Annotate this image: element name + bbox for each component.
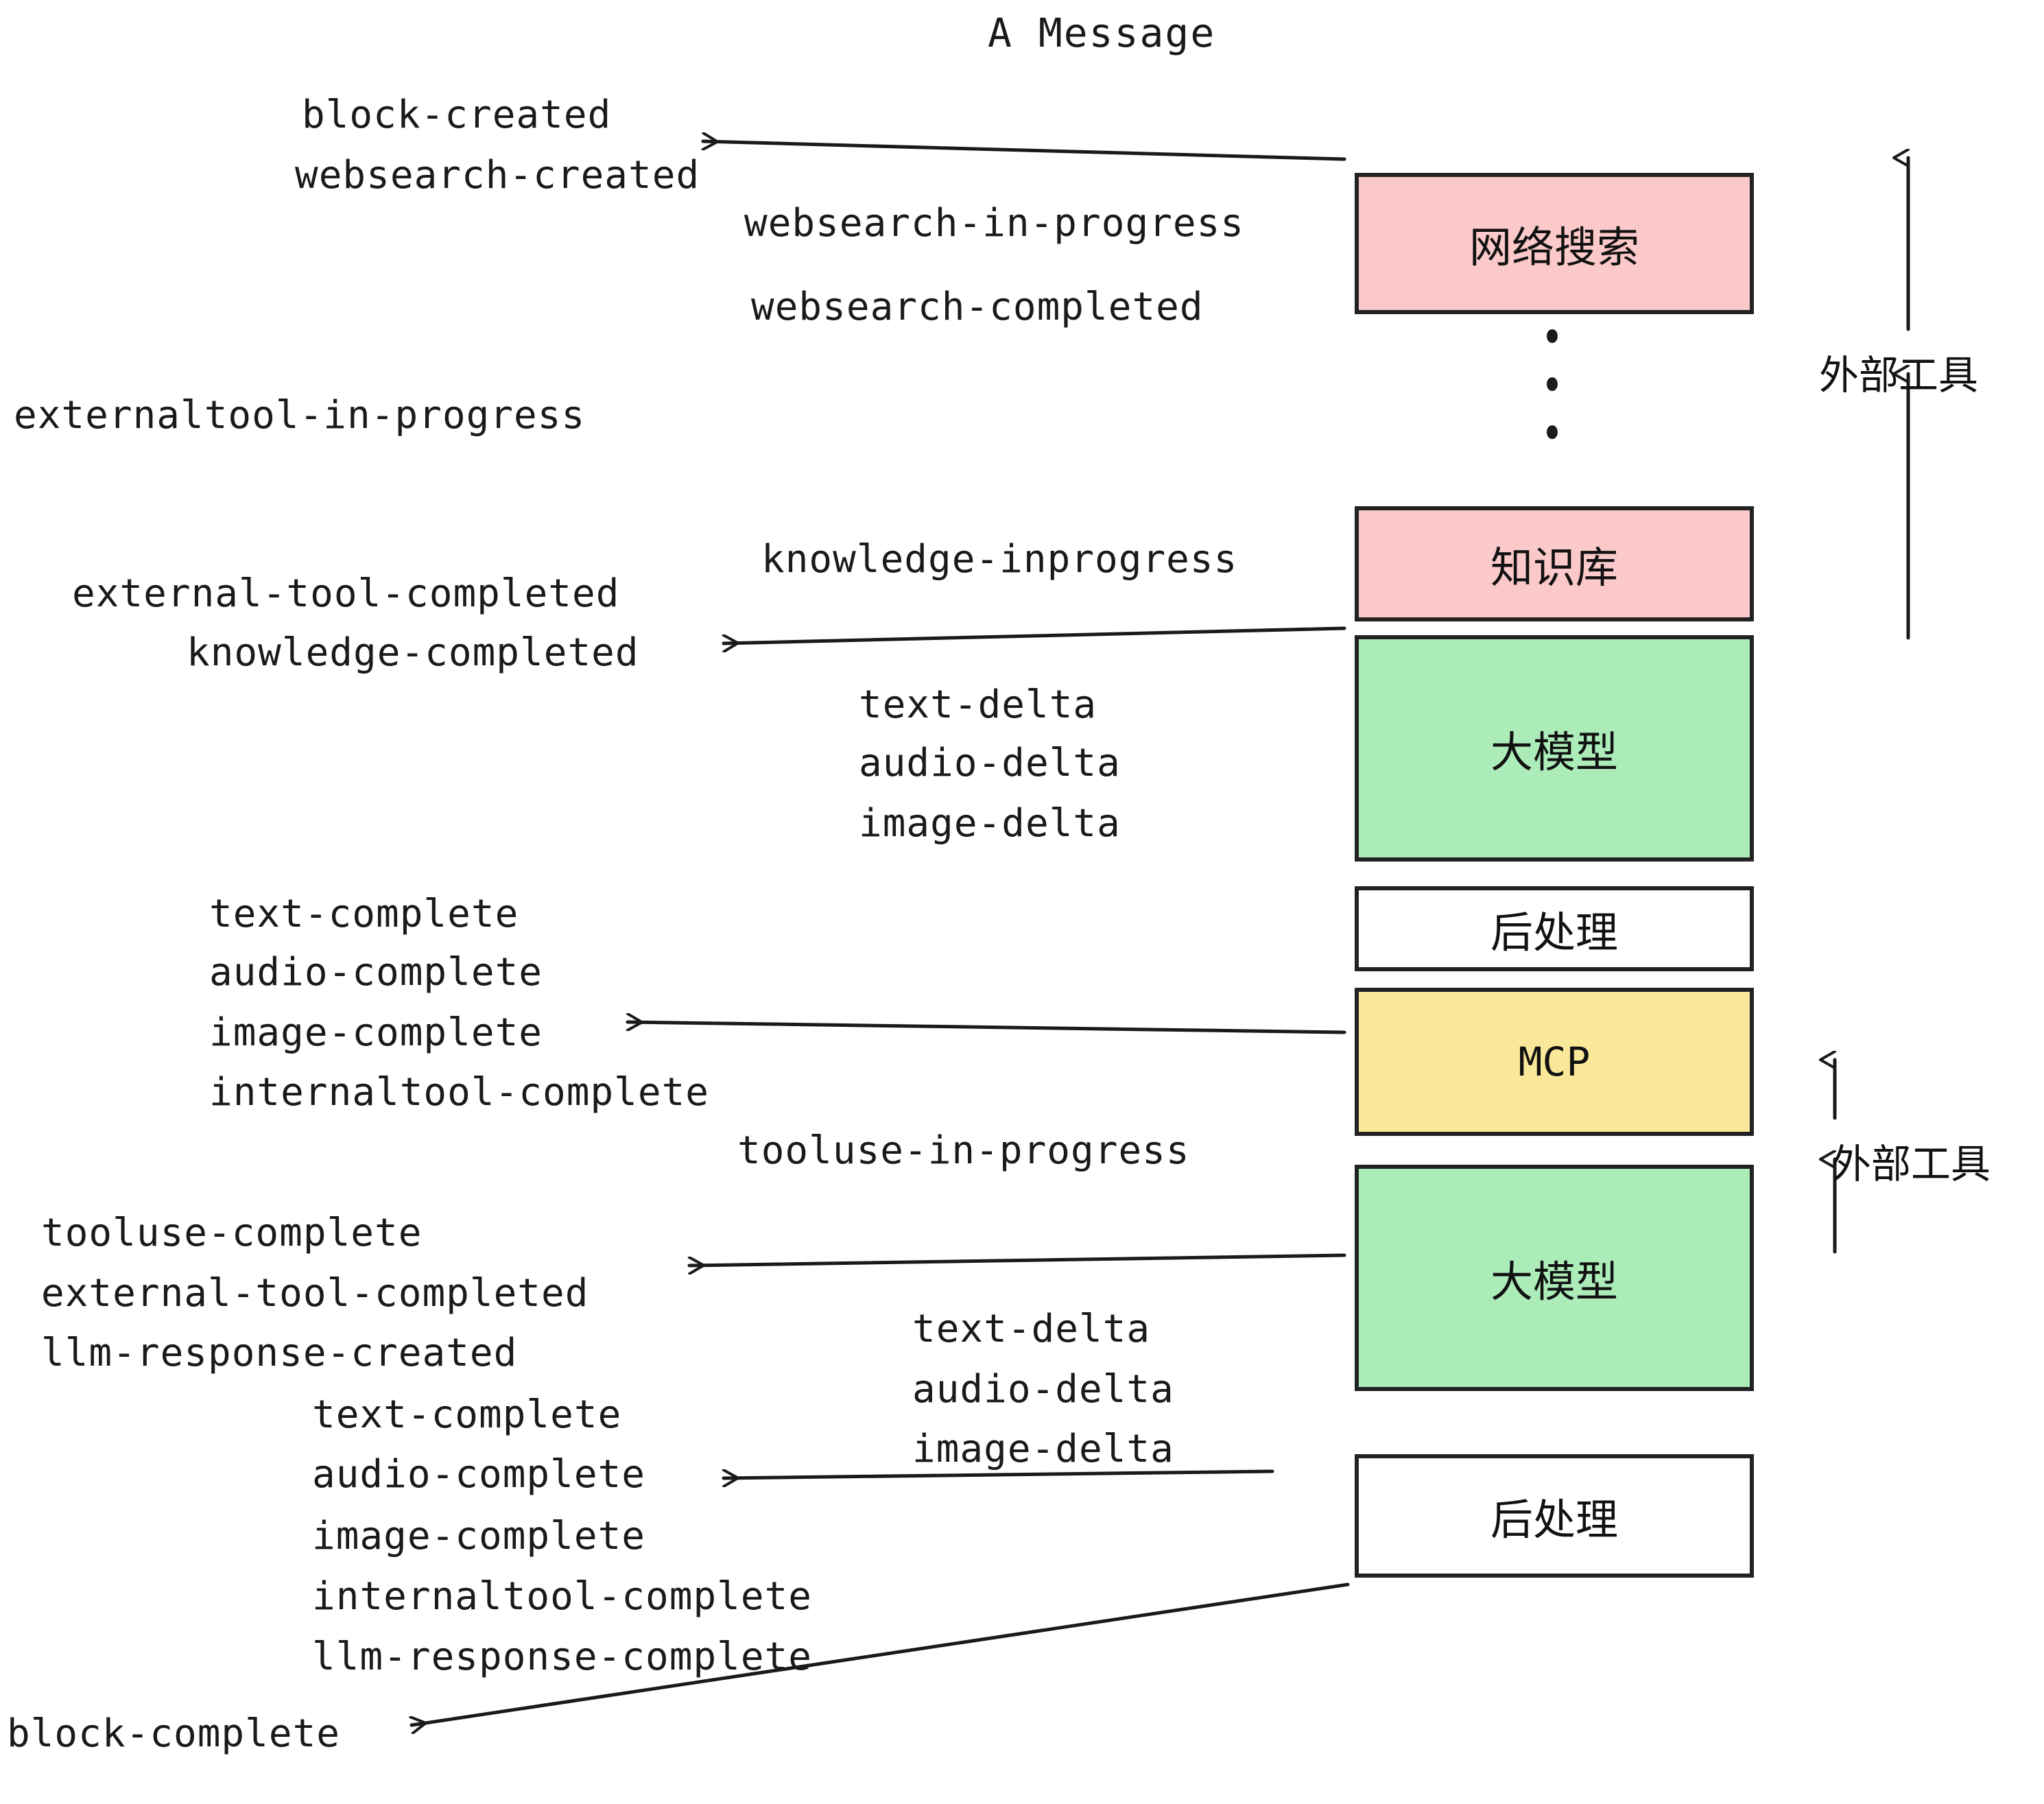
event-label-externaltool-in-progress: externaltool-in-progress xyxy=(14,393,586,438)
event-label-tooluse-in-progress: tooluse-in-progress xyxy=(737,1128,1190,1173)
ellipsis-dot xyxy=(1547,329,1558,343)
event-label-audio-delta-2: audio-delta xyxy=(912,1367,1174,1412)
process-box-label: MCP xyxy=(1518,1039,1591,1085)
process-box-label: 知识库 xyxy=(1490,543,1618,593)
process-box-llm-top: 大模型 xyxy=(1355,635,1754,862)
event-label-audio-delta-1: audio-delta xyxy=(859,741,1121,785)
event-label-websearch-completed: websearch-completed xyxy=(751,285,1204,329)
event-label-websearch-in-progress: websearch-in-progress xyxy=(744,201,1245,246)
process-box-post-top: 后处理 xyxy=(1355,886,1754,971)
ellipsis-dots xyxy=(1547,329,1558,439)
process-box-label: 后处理 xyxy=(1490,1495,1618,1545)
event-label-block-complete: block-complete xyxy=(7,1711,341,1756)
process-box-label: 网络搜索 xyxy=(1469,222,1639,272)
process-box-llm-bottom: 大模型 xyxy=(1355,1165,1754,1391)
event-label-text-complete-1: text-complete xyxy=(209,892,519,936)
ellipsis-dot xyxy=(1547,425,1558,439)
arrow-knowledge-done xyxy=(722,626,1346,643)
arrow-tooluse-complete xyxy=(687,1253,1346,1266)
page-title: A Message xyxy=(988,10,1216,56)
event-label-external-tool-completed-2: external-tool-completed xyxy=(41,1271,589,1316)
event-label-llm-response-complete: llm-response-complete xyxy=(312,1635,813,1679)
event-label-image-delta-2: image-delta xyxy=(912,1427,1174,1471)
event-label-internaltool-complete-1: internaltool-complete xyxy=(209,1070,710,1115)
process-box-knowledge: 知识库 xyxy=(1355,506,1754,621)
event-label-block-created: block-created xyxy=(302,93,612,137)
process-box-label: 大模型 xyxy=(1490,1257,1618,1307)
event-label-audio-complete-2: audio-complete xyxy=(312,1452,646,1497)
scope-label-external-tools-bottom: 外部工具 xyxy=(1831,1141,1991,1187)
arrow-audio-complete xyxy=(722,1471,1274,1478)
arrow-block-created xyxy=(701,141,1346,161)
scope-arrow-group xyxy=(1835,158,1910,1254)
process-box-post-bottom: 后处理 xyxy=(1355,1454,1754,1578)
event-label-external-tool-completed-1: external-tool-completed xyxy=(72,571,620,616)
ellipsis-dot xyxy=(1547,377,1558,391)
process-box-label: 后处理 xyxy=(1490,907,1618,958)
event-label-text-delta-1: text-delta xyxy=(859,683,1097,727)
event-label-image-complete-1: image-complete xyxy=(209,1010,543,1055)
scope-label-external-tools-top: 外部工具 xyxy=(1819,352,1979,399)
arrow-image-complete xyxy=(626,1022,1346,1034)
process-box-label: 大模型 xyxy=(1490,727,1618,777)
event-label-text-delta-2: text-delta xyxy=(912,1307,1151,1351)
event-label-knowledge-inprogress: knowledge-inprogress xyxy=(761,537,1238,582)
event-label-llm-response-created: llm-response-created xyxy=(41,1331,518,1375)
event-label-tooluse-complete: tooluse-complete xyxy=(41,1211,423,1255)
event-label-websearch-created: websearch-created xyxy=(295,153,700,198)
flow-arrow-group xyxy=(412,141,1350,1725)
process-box-mcp: MCP xyxy=(1355,988,1754,1136)
event-label-audio-complete-1: audio-complete xyxy=(209,950,543,995)
arrow-block-complete xyxy=(412,1582,1350,1725)
event-label-text-complete-2: text-complete xyxy=(312,1392,622,1437)
event-label-internaltool-complete-2: internaltool-complete xyxy=(312,1574,813,1619)
event-label-image-delta-1: image-delta xyxy=(859,801,1121,846)
process-box-websearch: 网络搜索 xyxy=(1355,173,1754,314)
event-label-knowledge-completed: knowledge-completed xyxy=(187,630,639,675)
event-label-image-complete-2: image-complete xyxy=(312,1514,646,1558)
